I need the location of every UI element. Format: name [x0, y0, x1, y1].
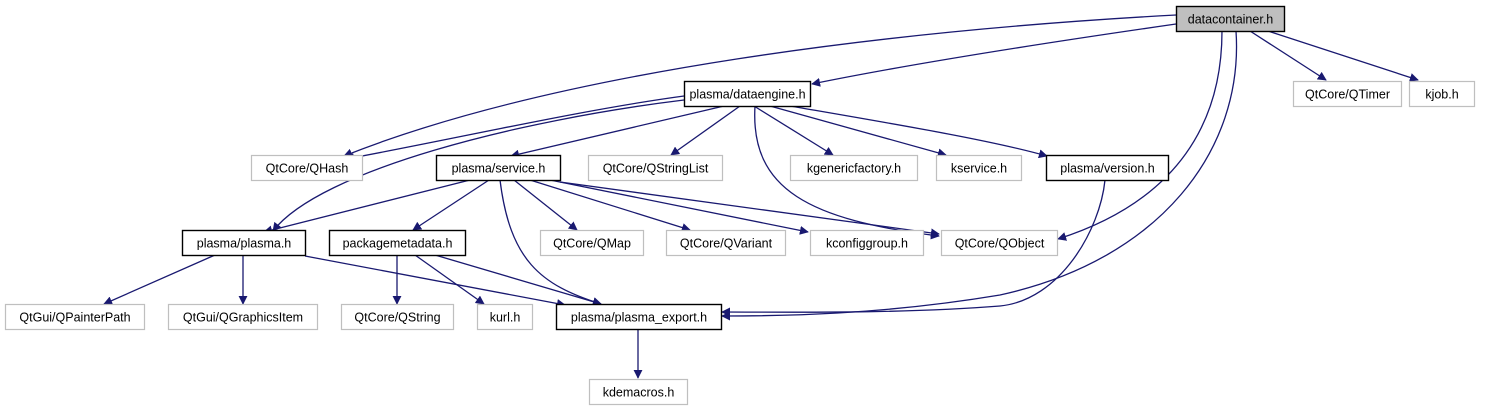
node-box — [1045, 154, 1170, 182]
node-label: QtCore/QObject — [955, 237, 1045, 251]
node-label: plasma/plasma_export.h — [571, 311, 707, 325]
edge-datacontainer-to-dataengine — [811, 23, 1177, 87]
node-kjob: kjob.h — [1408, 80, 1476, 108]
node-label: QtCore/QTimer — [1305, 88, 1390, 102]
node-box — [340, 303, 455, 331]
edge-dataengine-to-service — [510, 105, 725, 159]
node-box — [789, 154, 919, 182]
node-label: plasma/dataengine.h — [689, 88, 805, 102]
edge-packagemetadata-to-plasma_export — [434, 254, 602, 307]
node-packagemetadata[interactable]: packagemetadata.h — [328, 229, 467, 257]
edge-dataengine-to-qstringlist — [670, 105, 741, 156]
node-qhash: QtCore/QHash — [250, 154, 364, 182]
node-label: plasma/version.h — [1060, 162, 1155, 176]
node-label: kjob.h — [1425, 88, 1458, 102]
node-box — [539, 229, 645, 257]
node-qtimer: QtCore/QTimer — [1292, 80, 1403, 108]
node-label: QtCore/QMap — [553, 237, 631, 251]
node-kdemacros: kdemacros.h — [588, 378, 689, 406]
edge-service-to-qvariant — [529, 179, 691, 232]
edge-service-to-plasma_export — [499, 179, 602, 306]
edge-service-to-kconfiggroup — [549, 179, 809, 235]
edge-dataengine-to-qhash — [345, 95, 685, 162]
edge-dataengine-to-qobject — [754, 105, 940, 240]
node-kgenericfactory: kgenericfactory.h — [789, 154, 919, 182]
node-box — [587, 154, 724, 182]
node-box — [250, 154, 364, 182]
edge-service-to-qmap — [513, 179, 578, 231]
node-label: kservice.h — [951, 162, 1007, 176]
node-box — [1175, 5, 1286, 33]
node-datacontainer[interactable]: datacontainer.h — [1175, 5, 1286, 33]
edge-packagemetadata-to-kurl — [414, 254, 485, 305]
node-box — [1292, 80, 1403, 108]
edge-dataengine-to-version — [789, 105, 1048, 159]
node-label: packagemetadata.h — [343, 237, 453, 251]
node-qpainterpath: QtGui/QPainterPath — [4, 303, 146, 331]
node-label: kconfiggroup.h — [826, 237, 908, 251]
edge-dataengine-to-kgenericfactory — [753, 105, 834, 156]
node-box — [181, 229, 307, 257]
node-box — [555, 303, 723, 331]
edge-datacontainer-to-qhash — [343, 14, 1177, 158]
node-plasma_export[interactable]: plasma/plasma_export.h — [555, 303, 723, 331]
edge-plasma-to-plasma_export — [304, 255, 566, 308]
node-qobject: QtCore/QObject — [940, 229, 1059, 257]
edge-service-to-plasma — [263, 179, 471, 235]
node-box — [683, 80, 812, 108]
node-box — [328, 229, 467, 257]
node-kconfiggroup: kconfiggroup.h — [809, 229, 925, 257]
node-box — [167, 303, 319, 331]
node-label: QtCore/QVariant — [680, 237, 773, 251]
edge-datacontainer-to-kjob — [1267, 30, 1419, 82]
edge-datacontainer-to-qtimer — [1249, 30, 1327, 81]
node-box — [940, 229, 1059, 257]
edge-service-to-packagemetadata — [412, 179, 490, 231]
edge-datacontainer-to-plasma_export — [721, 30, 1238, 321]
node-service[interactable]: plasma/service.h — [435, 154, 562, 182]
node-kservice: kservice.h — [935, 154, 1023, 182]
node-qvariant: QtCore/QVariant — [665, 229, 787, 257]
edge-dataengine-to-plasma — [272, 99, 685, 232]
node-kurl: kurl.h — [476, 303, 534, 331]
node-label: QtCore/QHash — [266, 162, 349, 176]
node-qstringlist: QtCore/QStringList — [587, 154, 724, 182]
node-dataengine[interactable]: plasma/dataengine.h — [683, 80, 812, 108]
node-version[interactable]: plasma/version.h — [1045, 154, 1170, 182]
edge-plasma-to-qpainterpath — [103, 254, 216, 305]
node-label: plasma/plasma.h — [197, 237, 292, 251]
node-label: QtGui/QGraphicsItem — [183, 311, 303, 325]
edges-layer — [103, 14, 1419, 379]
edge-version-to-plasma_export — [721, 179, 1106, 317]
node-label: datacontainer.h — [1188, 13, 1274, 27]
node-label: kgenericfactory.h — [807, 162, 901, 176]
node-label: plasma/service.h — [452, 162, 546, 176]
node-qgraphicsitem: QtGui/QGraphicsItem — [167, 303, 319, 331]
node-box — [665, 229, 787, 257]
node-label: QtGui/QPainterPath — [19, 311, 130, 325]
edge-dataengine-to-kservice — [769, 105, 947, 158]
edge-datacontainer-to-qobject — [1057, 30, 1223, 241]
node-box — [809, 229, 925, 257]
node-qmap: QtCore/QMap — [539, 229, 645, 257]
node-qstring: QtCore/QString — [340, 303, 455, 331]
node-label: kurl.h — [490, 311, 521, 325]
node-box — [935, 154, 1023, 182]
node-box — [435, 154, 562, 182]
node-label: QtCore/QStringList — [603, 162, 709, 176]
node-box — [476, 303, 534, 331]
node-plasma[interactable]: plasma/plasma.h — [181, 229, 307, 257]
node-label: kdemacros.h — [603, 386, 675, 400]
node-box — [588, 378, 689, 406]
node-label: QtCore/QString — [354, 311, 440, 325]
node-box — [1408, 80, 1476, 108]
edge-service-to-qobject — [559, 181, 940, 238]
node-box — [4, 303, 146, 331]
